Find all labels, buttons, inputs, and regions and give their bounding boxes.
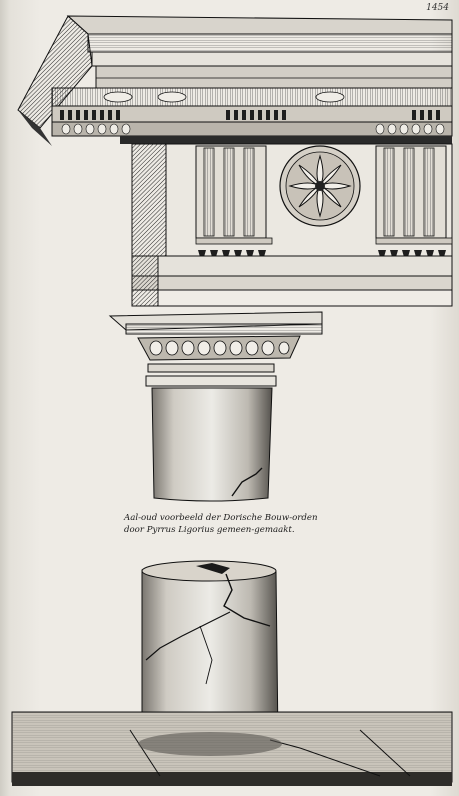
ground-slab bbox=[11, 711, 453, 786]
metope-rosette bbox=[279, 145, 361, 227]
column-shaft-lower bbox=[141, 560, 279, 755]
column-capital bbox=[108, 311, 323, 387]
triglyph-right bbox=[375, 145, 447, 239]
caption-line-1: Aal-oud voorbeeld der Dorische Bouw-orde… bbox=[124, 513, 318, 523]
plate-caption: Aal-oud voorbeeld der Dorische Bouw-orde… bbox=[124, 512, 344, 536]
cornice bbox=[17, 15, 453, 146]
page-number: 1454 bbox=[426, 3, 449, 13]
caption-line-2: door Pyrrus Ligorius gemeen-gemaakt. bbox=[124, 525, 295, 535]
frieze bbox=[131, 143, 453, 264]
architrave bbox=[131, 255, 453, 307]
column-shaft-upper bbox=[151, 387, 273, 502]
triglyph-left bbox=[195, 145, 267, 239]
